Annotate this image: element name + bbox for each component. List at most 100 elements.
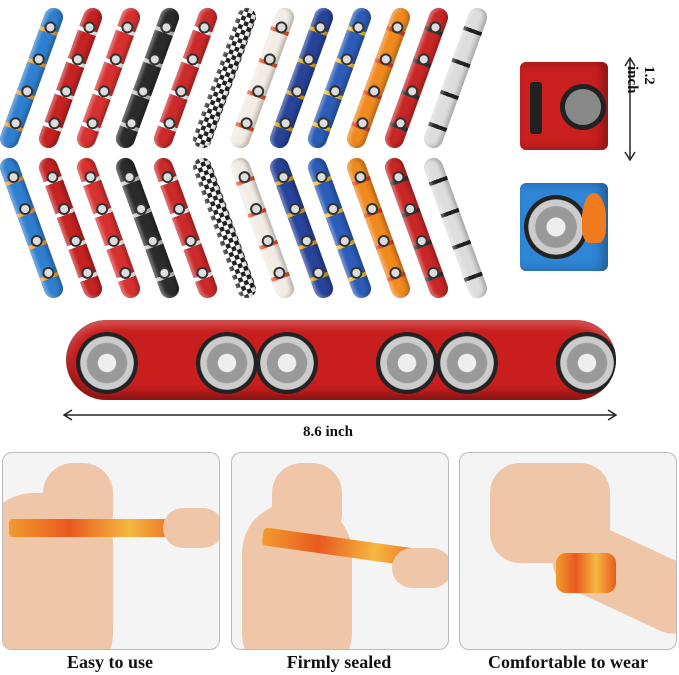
photo-easy-to-use xyxy=(2,452,220,650)
tire-icon xyxy=(392,115,408,131)
tire-icon xyxy=(107,51,124,67)
tire-icon xyxy=(298,233,314,249)
tire-icon xyxy=(271,265,287,281)
tire-icon xyxy=(144,233,160,249)
photo-firmly-sealed xyxy=(231,452,449,650)
tire-icon xyxy=(45,115,62,131)
tire-icon xyxy=(134,83,150,99)
length-arrow xyxy=(62,409,618,421)
traffic-light-graphic xyxy=(530,82,542,134)
tire-icon xyxy=(30,51,47,67)
tire-icon xyxy=(311,19,328,35)
tire-icon xyxy=(122,115,139,131)
tire-icon xyxy=(286,201,302,217)
tire-icon xyxy=(401,201,418,217)
tire-icon xyxy=(250,83,266,99)
tire-icon xyxy=(351,169,368,185)
tire-icon xyxy=(196,19,212,35)
tire-icon xyxy=(236,169,252,185)
tire-icon xyxy=(259,233,275,249)
slap-band-coiled-blue xyxy=(520,183,608,271)
length-label: 8.6 inch xyxy=(303,424,354,440)
tire-icon xyxy=(196,332,258,394)
tire-icon xyxy=(76,332,138,394)
tire-icon xyxy=(436,332,498,394)
caption-firmly-sealed: Firmly sealed xyxy=(286,652,392,672)
tire-icon xyxy=(336,233,352,249)
tire-icon xyxy=(324,201,341,217)
tire-icon xyxy=(55,201,71,217)
tire-icon xyxy=(194,265,210,281)
tire-icon xyxy=(170,201,187,217)
tire-icon xyxy=(69,51,85,67)
tire-icon xyxy=(425,265,441,281)
tire-icon xyxy=(313,169,329,185)
tire-icon xyxy=(327,83,343,99)
caption-comfortable-to-wear: Comfortable to wear xyxy=(488,652,648,672)
tire-icon xyxy=(161,115,177,131)
tire-graphic xyxy=(524,195,588,259)
slap-band-coiled-red xyxy=(520,62,608,150)
flame-graphic xyxy=(582,193,606,243)
tire-icon xyxy=(309,265,326,281)
tire-icon xyxy=(388,19,405,35)
tire-icon xyxy=(338,51,355,67)
tire-icon xyxy=(117,265,133,281)
tire-icon xyxy=(157,19,174,35)
tire-icon xyxy=(159,169,175,185)
wrapped-slap-band xyxy=(556,553,616,593)
tire-icon xyxy=(119,19,135,35)
hand xyxy=(163,508,219,548)
tire-icon xyxy=(78,265,95,281)
tire-icon xyxy=(404,83,420,99)
tire-icon xyxy=(390,169,406,185)
tire-icon xyxy=(365,83,381,99)
tire-icon xyxy=(386,265,403,281)
tire-icon xyxy=(350,19,366,35)
tire-icon xyxy=(415,51,432,67)
tire-icon xyxy=(300,51,316,67)
tire-icon xyxy=(256,332,318,394)
tire-icon xyxy=(146,51,162,67)
tire-icon xyxy=(273,19,289,35)
tire-icon xyxy=(120,169,137,185)
tire-icon xyxy=(182,233,198,249)
tire-icon xyxy=(363,201,379,217)
tire-icon xyxy=(80,19,97,35)
tire-icon xyxy=(67,233,83,249)
caption-easy-to-use: Easy to use xyxy=(66,652,153,672)
tire-icon xyxy=(276,115,293,131)
tire-icon xyxy=(42,19,58,35)
tire-icon xyxy=(43,169,60,185)
tire-icon xyxy=(93,201,110,217)
tire-icon xyxy=(82,169,98,185)
steering-wheel-graphic xyxy=(560,84,606,130)
tire-icon xyxy=(288,83,304,99)
tire-icon xyxy=(7,115,23,131)
height-arrow xyxy=(624,56,636,162)
tire-icon xyxy=(16,201,33,217)
tire-icon xyxy=(274,169,291,185)
tire-icon xyxy=(427,19,443,35)
tire-icon xyxy=(96,83,112,99)
tire-icon xyxy=(5,169,21,185)
tire-icon xyxy=(238,115,254,131)
slap-band-flat xyxy=(66,320,616,400)
tire-icon xyxy=(376,332,438,394)
tire-icon xyxy=(57,83,73,99)
hand xyxy=(392,548,448,588)
tire-icon xyxy=(315,115,331,131)
tire-icon xyxy=(247,201,264,217)
tire-icon xyxy=(261,51,278,67)
height-label: 1.2 inch xyxy=(624,66,657,94)
tire-icon xyxy=(173,83,189,99)
tire-icon xyxy=(84,115,100,131)
tire-icon xyxy=(377,51,393,67)
straight-slap-band xyxy=(9,519,189,537)
tire-icon xyxy=(353,115,370,131)
tire-icon xyxy=(348,265,364,281)
tire-icon xyxy=(105,233,121,249)
tire-icon xyxy=(413,233,429,249)
tire-icon xyxy=(184,51,201,67)
tire-icon xyxy=(556,332,616,394)
